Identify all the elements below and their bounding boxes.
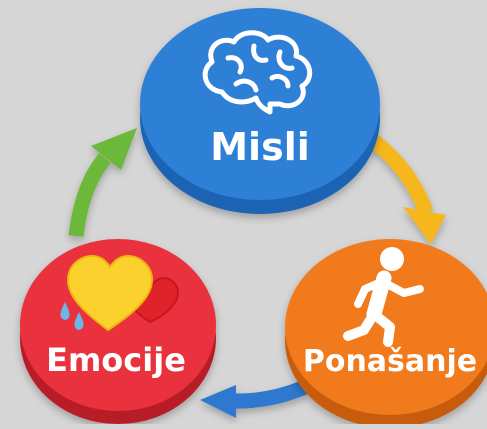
- arrow-ponasanje-to-emocije: [200, 380, 308, 418]
- node-misli-label: Misli: [210, 125, 310, 169]
- arrow-emocije-to-misli: [68, 128, 137, 237]
- node-ponasanje: Ponašanje: [285, 239, 487, 428]
- brain-icon: [202, 30, 313, 115]
- node-misli: Misli: [140, 8, 380, 214]
- node-emocije-label: Emocije: [46, 341, 186, 379]
- walking-person-icon: [343, 247, 424, 347]
- hearts-with-tears-icon: [60, 254, 180, 332]
- node-emocije: Emocije: [20, 239, 216, 424]
- node-ponasanje-label: Ponašanje: [303, 344, 477, 379]
- arrow-misli-to-ponasanje: [365, 132, 446, 244]
